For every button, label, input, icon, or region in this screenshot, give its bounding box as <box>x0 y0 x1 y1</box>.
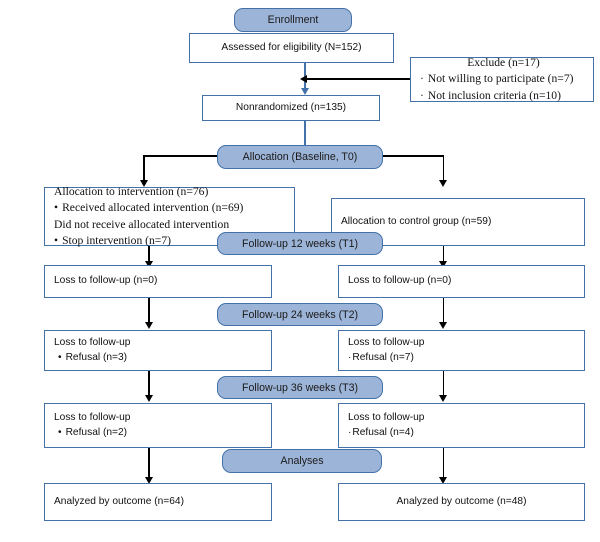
loss-t1-intervention-line-0: Loss to follow-up (n=0) <box>54 275 158 287</box>
connector-nonrandomized-to-allocation <box>304 121 306 156</box>
loss-t2-control-content: Loss to follow-up Refusal (n=7) <box>348 336 578 366</box>
allocation-intervention-line-2: Did not receive allocated intervention <box>54 217 230 231</box>
allocation-intervention-content: Allocation to intervention (n=76) Receiv… <box>54 184 288 250</box>
excluded-reason-0: Not willing to participate (n=7) <box>420 71 587 87</box>
stage-banner-allocation: Allocation (Baseline, T0) <box>217 145 383 169</box>
connector-intervention-to-t1 <box>148 246 150 264</box>
stage-banner-followup-t3-label: Follow-up 36 weeks (T3) <box>242 381 358 394</box>
loss-t1-control-box: Loss to follow-up (n=0) <box>338 265 585 298</box>
loss-t3-control-content: Loss to follow-up Refusal (n=4) <box>348 411 578 441</box>
arrowhead-t2-to-t3-control <box>439 395 447 402</box>
arrowhead-t3-to-analyses-intervention <box>144 477 153 484</box>
analyzed-intervention-box: Analyzed by outcome (n=64) <box>44 483 272 521</box>
stage-banner-enrollment-label: Enrollment <box>267 14 319 26</box>
stage-banner-allocation-label: Allocation (Baseline, T0) <box>242 151 358 163</box>
loss-t3-intervention-line-1: Refusal (n=2) <box>58 426 265 441</box>
loss-t2-intervention-line-0: Loss to follow-up <box>54 336 131 348</box>
stage-banner-analyses-label: Analyses <box>280 455 324 467</box>
stage-banner-followup-t1-label: Follow-up 12 weeks (T1) <box>242 237 358 250</box>
arrowhead-intervention-to-t1 <box>144 261 153 268</box>
allocation-intervention-line-0: Allocation to intervention (n=76) <box>54 184 209 198</box>
nonrandomized-box: Nonrandomized (n=135) <box>202 95 380 121</box>
loss-t2-control-line-0: Loss to follow-up <box>348 336 425 348</box>
arrowhead-assessed-to-nonrandomized <box>300 88 309 95</box>
assessed-for-eligibility-box: Assessed for eligibility (N=152) <box>189 33 394 63</box>
stage-banner-followup-t1: Follow-up 12 weeks (T1) <box>217 232 383 255</box>
connector-control-to-t1 <box>442 246 445 264</box>
analyzed-control-box: Analyzed by outcome (n=48) <box>338 483 585 521</box>
stage-banner-followup-t3: Follow-up 36 weeks (T3) <box>217 376 383 399</box>
arrowhead-t3-to-analyses-control <box>439 477 447 484</box>
arrowhead-t1-to-t2-control <box>439 322 447 329</box>
loss-t3-control-line-0: Loss to follow-up <box>348 411 425 423</box>
arrowhead-control-to-t1 <box>439 261 447 268</box>
loss-t1-intervention-box: Loss to follow-up (n=0) <box>44 265 272 298</box>
connector-allocation-split-right <box>442 155 445 183</box>
loss-t2-control-line-1: Refusal (n=7) <box>348 351 578 366</box>
excluded-content: Exclude (n=17) Not willing to participat… <box>420 55 587 104</box>
connector-t2-to-t3-control <box>442 371 445 398</box>
loss-t2-intervention-box: Loss to follow-up Refusal (n=3) <box>44 330 272 371</box>
analyzed-intervention-text: Analyzed by outcome (n=64) <box>54 495 184 507</box>
loss-t3-control-line-1: Refusal (n=4) <box>348 426 578 441</box>
loss-t3-intervention-box: Loss to follow-up Refusal (n=2) <box>44 403 272 448</box>
loss-t1-control-line-0: Loss to follow-up (n=0) <box>348 275 452 287</box>
loss-t2-intervention-content: Loss to follow-up Refusal (n=3) <box>54 336 265 366</box>
stage-banner-followup-t2-label: Follow-up 24 weeks (T2) <box>242 308 358 321</box>
connector-t1-to-t2-intervention <box>148 298 150 325</box>
arrowhead-allocation-left <box>139 180 148 187</box>
loss-t3-intervention-line-0: Loss to follow-up <box>54 411 131 423</box>
arrowhead-allocation-right <box>439 180 447 187</box>
stage-banner-enrollment: Enrollment <box>234 8 352 32</box>
connector-t3-to-analyses-intervention <box>148 448 150 480</box>
allocation-intervention-line-3: Stop intervention (n=7) <box>54 233 288 249</box>
excluded-heading: Exclude (n=17) <box>467 55 540 69</box>
assessed-for-eligibility-text: Assessed for eligibility (N=152) <box>221 41 362 53</box>
nonrandomized-text: Nonrandomized (n=135) <box>235 101 347 113</box>
excluded-reason-1: Not inclusion criteria (n=10) <box>420 88 587 104</box>
connector-t2-to-t3-intervention <box>148 371 150 398</box>
stage-banner-followup-t2: Follow-up 24 weeks (T2) <box>217 303 383 326</box>
loss-t2-intervention-line-1: Refusal (n=3) <box>58 351 265 366</box>
excluded-box: Exclude (n=17) Not willing to participat… <box>410 55 594 104</box>
arrowhead-t2-to-t3-intervention <box>144 395 153 402</box>
loss-t3-intervention-content: Loss to follow-up Refusal (n=2) <box>54 411 265 441</box>
allocation-intervention-line-1: Received allocated intervention (n=69) <box>54 200 288 216</box>
arrowhead-t1-to-t2-intervention <box>144 322 153 329</box>
connector-t3-to-analyses-control <box>442 448 445 480</box>
allocation-control-line-0: Allocation to control group (n=59) <box>341 215 492 227</box>
stage-banner-analyses: Analyses <box>222 449 382 473</box>
loss-t3-control-box: Loss to follow-up Refusal (n=4) <box>338 403 585 448</box>
connector-t1-to-t2-control <box>442 298 445 325</box>
analyzed-control-text: Analyzed by outcome (n=48) <box>396 495 527 507</box>
loss-t2-control-box: Loss to follow-up Refusal (n=7) <box>338 330 585 371</box>
arrowhead-exclude-to-flow <box>300 74 307 83</box>
connector-allocation-split-left <box>143 155 145 183</box>
connector-exclude-to-flow <box>305 78 411 80</box>
